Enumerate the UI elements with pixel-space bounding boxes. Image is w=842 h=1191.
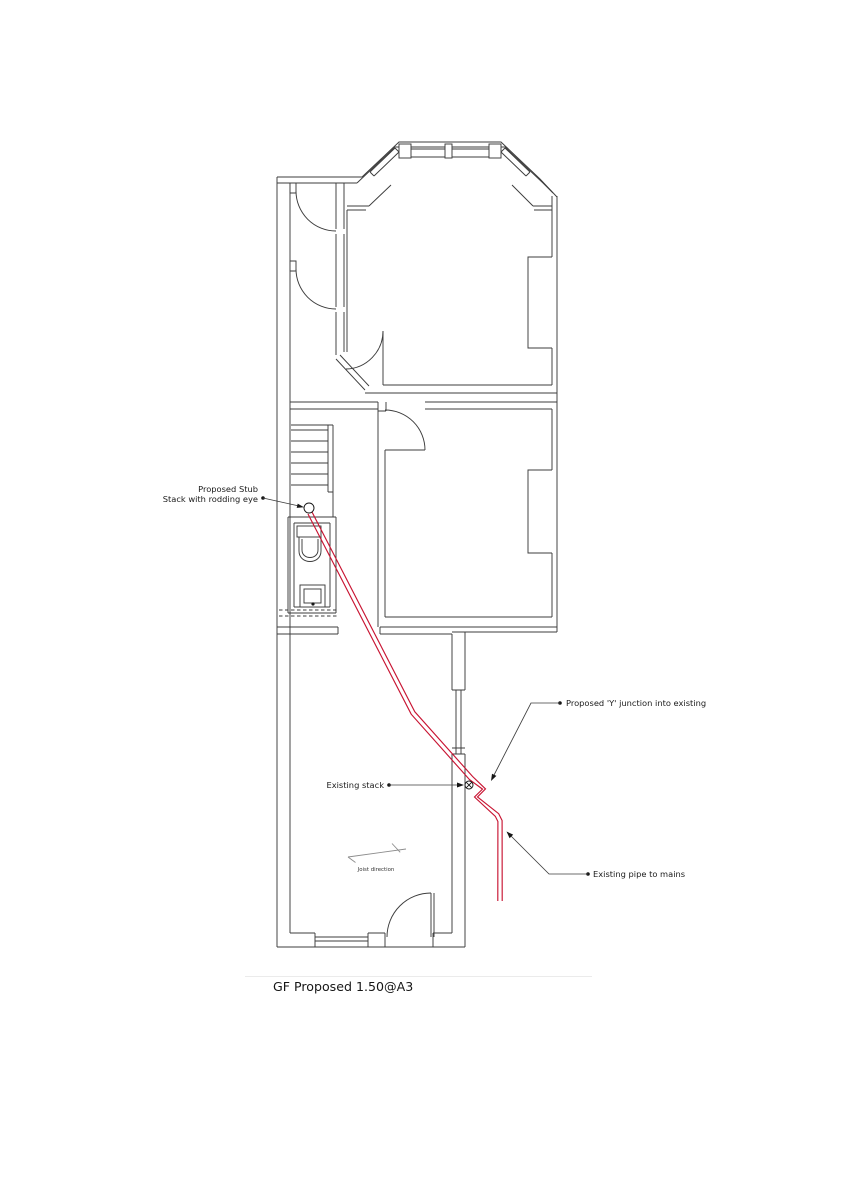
rear-door [386,892,435,938]
stairs [291,424,334,517]
joist-direction-arrow [347,843,407,863]
label-pipe-to-mains: Existing pipe to mains [593,869,685,879]
leader-arrow [457,782,464,788]
pipe-line-inner [311,511,503,902]
leader-pipe-to-mains [506,831,590,876]
chimney-breast-middle-room [527,469,552,554]
label-stub-stack-line2: Stack with rodding eye [163,494,258,504]
middle-room-door [384,409,426,451]
stub-stack-symbol [303,502,315,514]
label-existing-stack: Existing stack [326,780,384,790]
pipe-line-outer [307,513,499,902]
leader-arrow [296,503,304,508]
leader-stub-stack [261,496,304,508]
label-stub-stack-line1: Proposed Stub [198,484,258,494]
bay-window [356,141,558,198]
leader-arrow [491,773,497,781]
bay-pier-left [398,143,412,159]
threshold-hatch [279,609,337,617]
leader-existing-stack [387,782,464,788]
toilet [296,525,322,562]
drawing-title: GF Proposed 1.50@A3 [273,979,413,994]
leader-arrow [506,831,514,839]
label-y-junction: Proposed 'Y' junction into existing [566,698,706,708]
bay-mullion [444,143,453,159]
existing-stack-symbol [464,780,474,790]
front-room-door [345,330,384,385]
bay-pier-right [488,143,502,159]
chimney-breast-front-room [527,256,552,349]
leader-y-junction [491,701,562,781]
hall-door-1 [289,182,337,232]
hall-door-2 [289,260,337,310]
basin [299,584,326,608]
drainage-pipe-run [307,511,503,902]
rear-window [314,933,369,947]
wc-room [279,516,337,617]
label-joist-direction: Joist direction [357,867,395,873]
walls [276,176,558,948]
side-window [452,689,465,755]
